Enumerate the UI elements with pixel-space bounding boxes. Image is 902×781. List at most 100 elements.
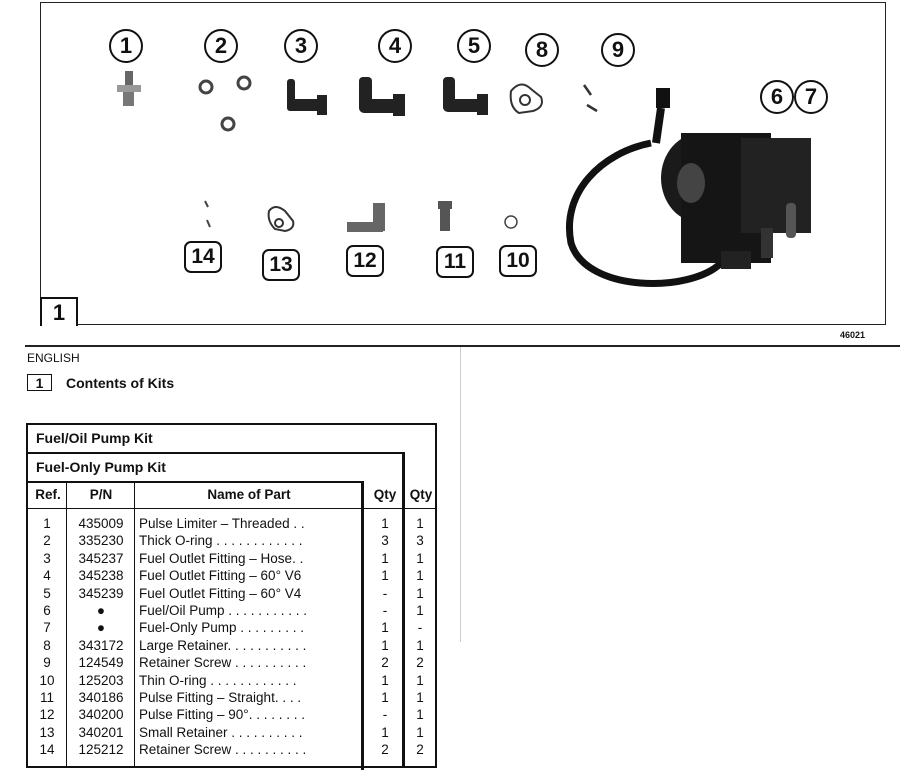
cell-qty-fuel-only: 1 xyxy=(381,672,389,688)
cell-qty-fuel-oil: 1 xyxy=(416,550,424,566)
cell-qty-fuel-oil: 1 xyxy=(416,568,424,584)
cell-ref: 6 xyxy=(43,603,51,618)
pulse-limiter-image xyxy=(117,71,141,106)
cell-qty-fuel-only: - xyxy=(382,585,388,601)
header-underline xyxy=(28,508,435,509)
cell-ref: 2 xyxy=(43,533,51,549)
cell-qty-fuel-only: - xyxy=(382,707,388,723)
cell-ref: 7 xyxy=(43,620,51,636)
callout-8: 8 xyxy=(525,33,559,67)
section-rule xyxy=(25,345,900,347)
fuel-outlet-fitting-v4-image xyxy=(443,77,488,115)
cell-ref: 5 xyxy=(43,585,51,601)
cell-ref: 8 xyxy=(43,637,51,653)
cell-ref: 3 xyxy=(43,550,51,566)
small-retainer-image xyxy=(267,206,295,233)
fuel-pump-image xyxy=(566,88,811,287)
cell-name: Pulse Fitting – Straight. . . . xyxy=(139,690,302,705)
cell-qty-fuel-oil: 1 xyxy=(416,585,424,601)
cell-name: Retainer Screw . . . . . . . . . . xyxy=(139,655,307,671)
section-number: 1 xyxy=(27,374,52,391)
retainer-screw-image xyxy=(582,84,598,113)
kit-header-fuel-only: Fuel-Only Pump Kit xyxy=(36,459,166,475)
part-columns-group xyxy=(26,481,364,770)
section-heading: 1 Contents of Kits xyxy=(27,374,174,391)
callout-12: 12 xyxy=(346,245,384,277)
fuel-only-kit-group: Fuel-Only Pump Kit xyxy=(26,452,405,770)
large-retainer-image xyxy=(509,83,543,115)
callout-1: 1 xyxy=(109,29,143,63)
thin-o-ring-image xyxy=(504,215,518,229)
header-ref: Ref. xyxy=(35,487,61,502)
cell-ref: 11 xyxy=(39,690,54,705)
pulse-fitting-straight-image xyxy=(438,201,452,231)
cell-qty-fuel-only: 1 xyxy=(381,550,389,566)
cell-qty-fuel-only: 1 xyxy=(381,724,389,740)
cell-pn: 340186 xyxy=(78,690,124,705)
thick-o-ring-image xyxy=(198,75,252,132)
header-qty-fuel-only: Qty xyxy=(373,487,397,502)
retainer-screw-small-image xyxy=(204,200,211,228)
cell-pn: 125203 xyxy=(78,672,124,688)
cell-name: Thick O-ring . . . . . . . . . . . . xyxy=(139,533,303,549)
cell-pn: 124549 xyxy=(78,655,124,671)
table-row: 3 345237 Fuel Outlet Fitting – Hose. . 1 1 xyxy=(28,550,435,567)
cell-qty-fuel-only: 2 xyxy=(381,742,389,758)
callout-3: 3 xyxy=(284,29,318,63)
cell-qty-fuel-only: 1 xyxy=(381,690,389,705)
cell-ref: 14 xyxy=(39,742,55,758)
language-label: ENGLISH xyxy=(27,351,80,365)
cell-pn: 435009 xyxy=(78,516,124,531)
cell-pn: 340200 xyxy=(78,707,124,723)
cell-name: Thin O-ring . . . . . . . . . . . . xyxy=(139,672,297,688)
cell-qty-fuel-oil: 2 xyxy=(416,742,424,758)
cell-qty-fuel-only: 2 xyxy=(381,655,389,671)
cell-qty-fuel-only: 1 xyxy=(381,620,389,636)
cell-ref: 1 xyxy=(43,516,51,531)
cell-ref: 10 xyxy=(39,672,55,688)
header-pn: P/N xyxy=(89,487,113,502)
figure-number: 1 xyxy=(40,297,78,326)
cell-name: Pulse Fitting – 90°. . . . . . . . xyxy=(139,707,305,723)
cell-name: Pulse Limiter – Threaded . . xyxy=(139,516,305,531)
cell-qty-fuel-only: 1 xyxy=(381,637,389,653)
table-row: 10 125203 Thin O-ring . . . . . . . . . . … xyxy=(28,672,435,689)
cell-pn: 125212 xyxy=(78,742,124,758)
parts-photo xyxy=(117,71,811,287)
callout-5: 5 xyxy=(457,29,491,63)
cell-qty-fuel-oil: 3 xyxy=(416,533,424,549)
cell-pn: 345239 xyxy=(78,585,124,601)
cell-pn: 345238 xyxy=(78,568,124,584)
cell-name: Large Retainer. . . . . . . . . . . xyxy=(139,637,307,653)
cell-ref: 13 xyxy=(39,724,55,740)
col-divider-ref xyxy=(66,481,67,766)
kit-header-fuel-oil: Fuel/Oil Pump Kit xyxy=(36,430,153,446)
cell-pn: 345237 xyxy=(78,550,124,566)
cell-pn: 343172 xyxy=(78,637,124,653)
callout-7: 7 xyxy=(794,80,828,114)
cell-pn: 340201 xyxy=(78,724,124,740)
callout-9: 9 xyxy=(601,33,635,67)
cell-name: Fuel Outlet Fitting – Hose. . xyxy=(139,550,304,566)
cell-ref: 4 xyxy=(43,568,51,584)
cell-pn: ● xyxy=(96,620,106,636)
cell-qty-fuel-oil: 1 xyxy=(416,690,424,705)
cell-pn: 335230 xyxy=(78,533,124,549)
cell-qty-fuel-only: 3 xyxy=(381,533,389,549)
cell-qty-fuel-oil: 1 xyxy=(416,707,424,723)
cell-qty-fuel-only: - xyxy=(382,603,388,618)
callout-14: 14 xyxy=(184,241,222,273)
cell-qty-fuel-oil: 1 xyxy=(416,672,424,688)
cell-qty-fuel-only: 1 xyxy=(381,516,389,531)
header-name: Name of Part xyxy=(207,487,291,502)
pulse-fitting-90-image xyxy=(347,203,385,232)
cell-qty-fuel-oil: - xyxy=(417,620,423,636)
cell-qty-fuel-oil: 2 xyxy=(416,655,424,671)
header-qty-fuel-oil: Qty xyxy=(409,487,433,502)
callout-6: 6 xyxy=(760,80,794,114)
